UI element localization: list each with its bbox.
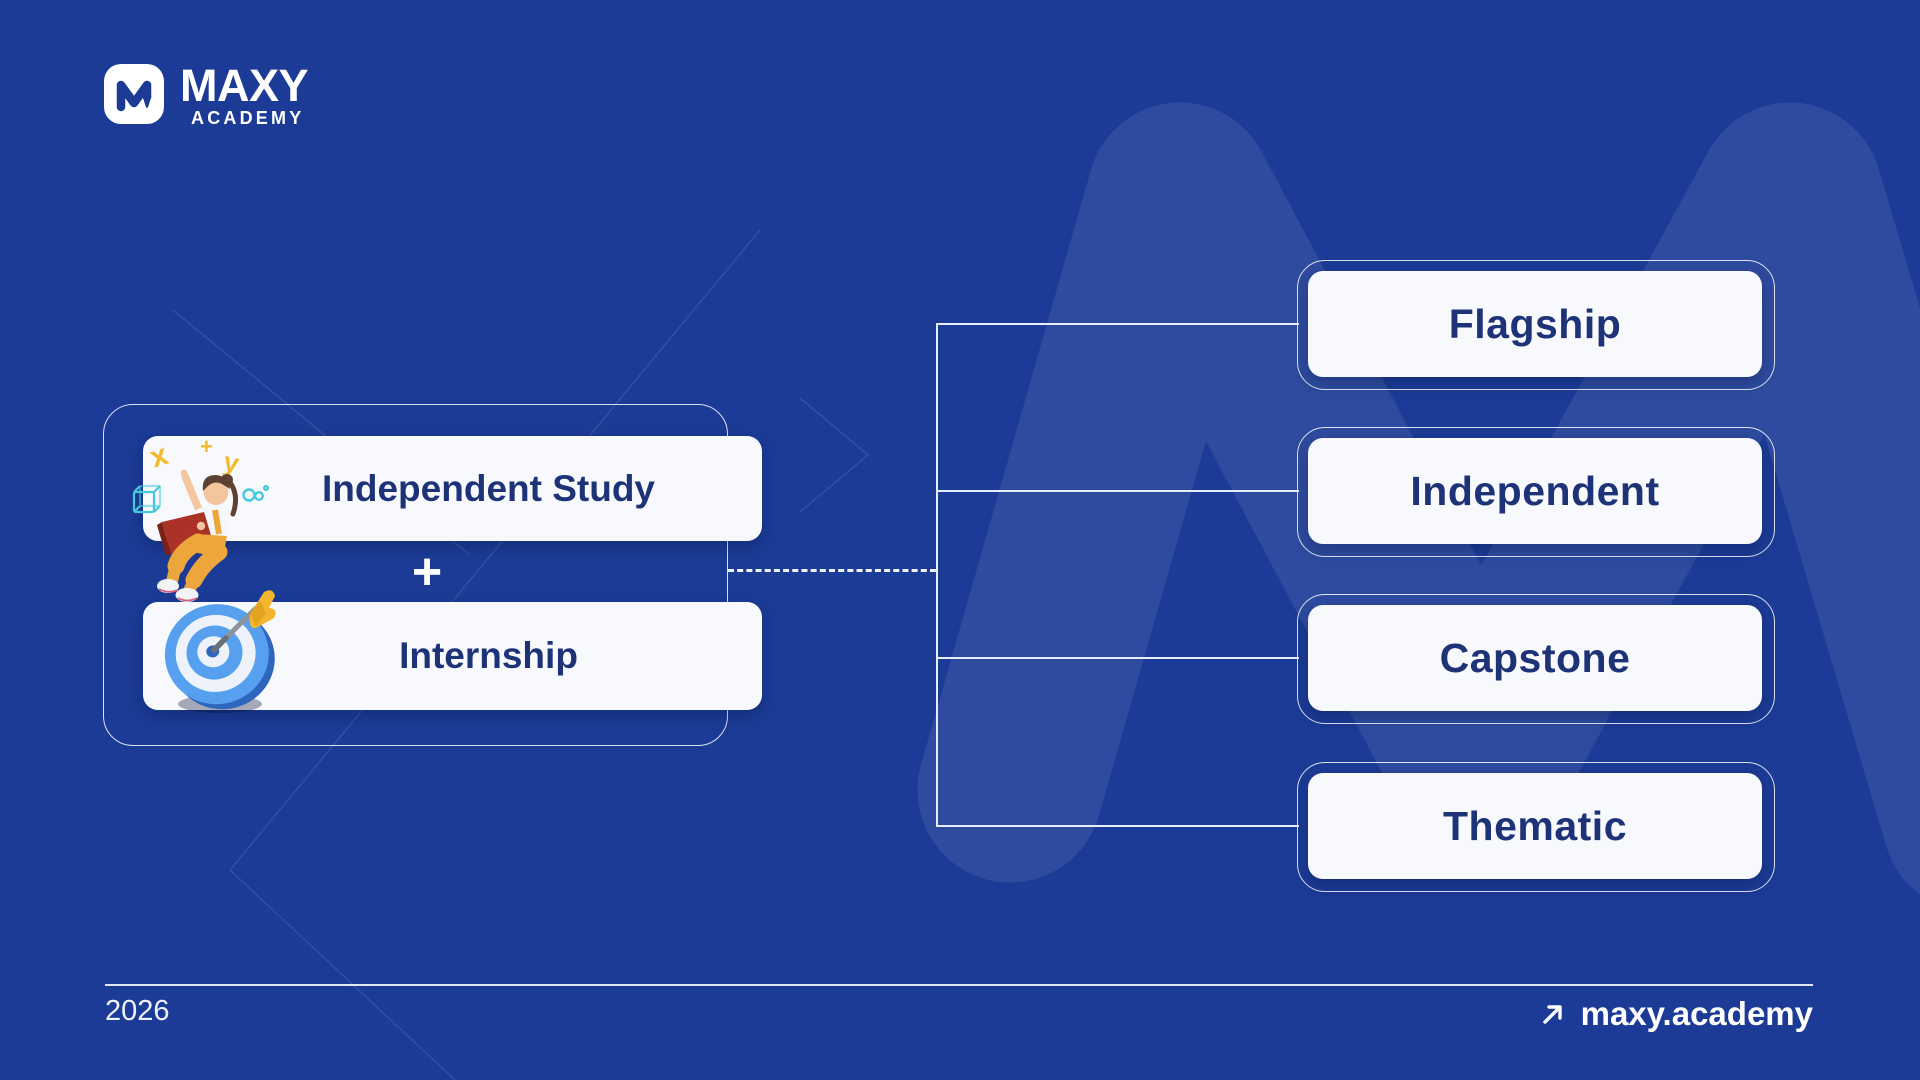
wireframe-cube-icon	[132, 484, 162, 514]
brand-name: MAXY	[180, 60, 309, 111]
sparkle-plus: +	[200, 434, 213, 459]
target-outline-capstone	[1297, 594, 1775, 724]
target-card-capstone: Capstone	[1308, 605, 1762, 711]
connector-branch-independent	[937, 490, 1299, 492]
arrow-up-right-icon	[1542, 1005, 1562, 1024]
target-label-flagship: Flagship	[1448, 300, 1622, 347]
dartboard-dart-3d-illustration	[164, 590, 276, 713]
watermark-m-shape	[917, 102, 1920, 894]
target-label-thematic: Thematic	[1443, 802, 1627, 849]
source-label-independent-study: Independent Study	[322, 467, 655, 509]
target-outline-independent	[1297, 427, 1775, 557]
footer-website-text: maxy.academy	[1580, 995, 1813, 1032]
target-card-independent: Independent	[1308, 438, 1762, 544]
cyan-squiggle-icon	[242, 485, 270, 502]
target-label-independent: Independent	[1410, 467, 1660, 514]
dartboard-rings	[164, 604, 275, 710]
maxy-m-monogram-icon	[104, 64, 164, 124]
target-outline-thematic	[1297, 762, 1775, 892]
connector-dashed-source	[728, 569, 936, 572]
connector-branch-flagship	[937, 323, 1299, 325]
sparkle-x: x	[146, 438, 172, 475]
source-card-independent-study: Independent Study	[143, 436, 762, 541]
sparkle-y: y	[221, 447, 242, 479]
target-outline-flagship	[1297, 260, 1775, 390]
footer-year: 2026	[105, 995, 170, 1027]
brand-subtitle: ACADEMY	[191, 108, 305, 128]
source-group-outline	[103, 404, 728, 746]
person-figure	[157, 469, 239, 602]
connector-branch-capstone	[937, 657, 1299, 659]
footer-divider	[105, 984, 1813, 986]
dart	[211, 590, 276, 653]
person-reading-3d-illustration: x + y	[132, 434, 242, 602]
source-label-internship: Internship	[399, 635, 578, 676]
brand-logo: MAXY ACADEMY	[104, 60, 309, 128]
brand-wordmark: MAXY ACADEMY	[180, 60, 309, 128]
target-card-thematic: Thematic	[1308, 773, 1762, 879]
maxy-m-glyph	[116, 80, 152, 112]
connector-branch-thematic	[937, 825, 1299, 827]
connector-vertical-spine	[936, 323, 938, 827]
plus-operator: +	[411, 543, 443, 601]
footer-website-link[interactable]: maxy.academy	[1450, 995, 1813, 1033]
target-card-flagship: Flagship	[1308, 271, 1762, 377]
target-label-capstone: Capstone	[1439, 634, 1631, 681]
